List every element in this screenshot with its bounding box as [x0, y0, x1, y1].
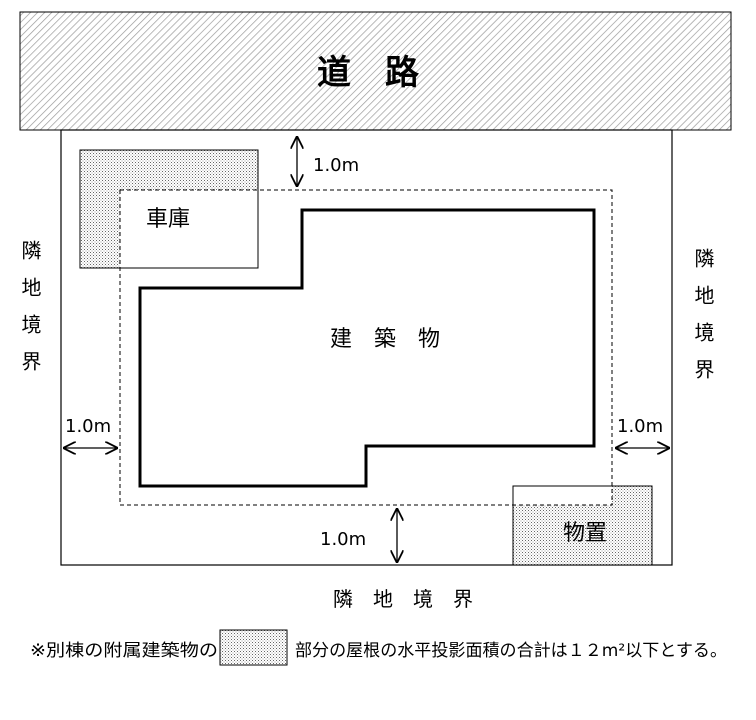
setback-left-label: 1.0m: [65, 416, 111, 437]
setback-top-label: 1.0m: [313, 155, 359, 176]
footnote-shading-sample: [219, 629, 288, 666]
garage: 車庫: [79, 149, 259, 269]
building: 建 築 物: [138, 208, 596, 488]
setback-left: 1.0m: [63, 416, 118, 448]
setback-bottom: 1.0m: [320, 508, 397, 563]
garage-outline: [79, 149, 259, 269]
footnote: ※別棟の附属建築物の 部分の屋根の水平投影面積の合計は１２m²以下とする。: [30, 629, 727, 666]
setback-right-label: 1.0m: [617, 416, 663, 437]
setback-line: [119, 189, 613, 506]
storage-shed: 物置: [512, 485, 653, 566]
building-outline: [138, 208, 596, 488]
setback-right: 1.0m: [615, 416, 670, 448]
setback-bottom-label: 1.0m: [320, 529, 366, 550]
storage-outline: [512, 485, 653, 566]
footnote-text-after: 部分の屋根の水平投影面積の合計は１２m²以下とする。: [295, 641, 727, 661]
garage-label: 車庫: [146, 207, 190, 232]
road-label: 道 路: [317, 53, 420, 93]
storage-unshaded-area: [513, 486, 612, 505]
garage-unshaded-area: [120, 190, 258, 268]
site-boundary: [60, 129, 673, 566]
road: 道 路: [19, 11, 732, 131]
footnote-text-before: ※別棟の附属建築物の: [30, 641, 218, 661]
boundary-bottom-label: 隣 地 境 界: [333, 587, 473, 611]
road-area: [19, 11, 732, 131]
setback-top: 1.0m: [297, 136, 359, 187]
building-label: 建 築 物: [330, 327, 440, 352]
boundary-right-label: 隣地境界: [691, 248, 715, 396]
storage-label: 物置: [563, 521, 607, 546]
boundary-left-label: 隣地境界: [18, 240, 42, 388]
